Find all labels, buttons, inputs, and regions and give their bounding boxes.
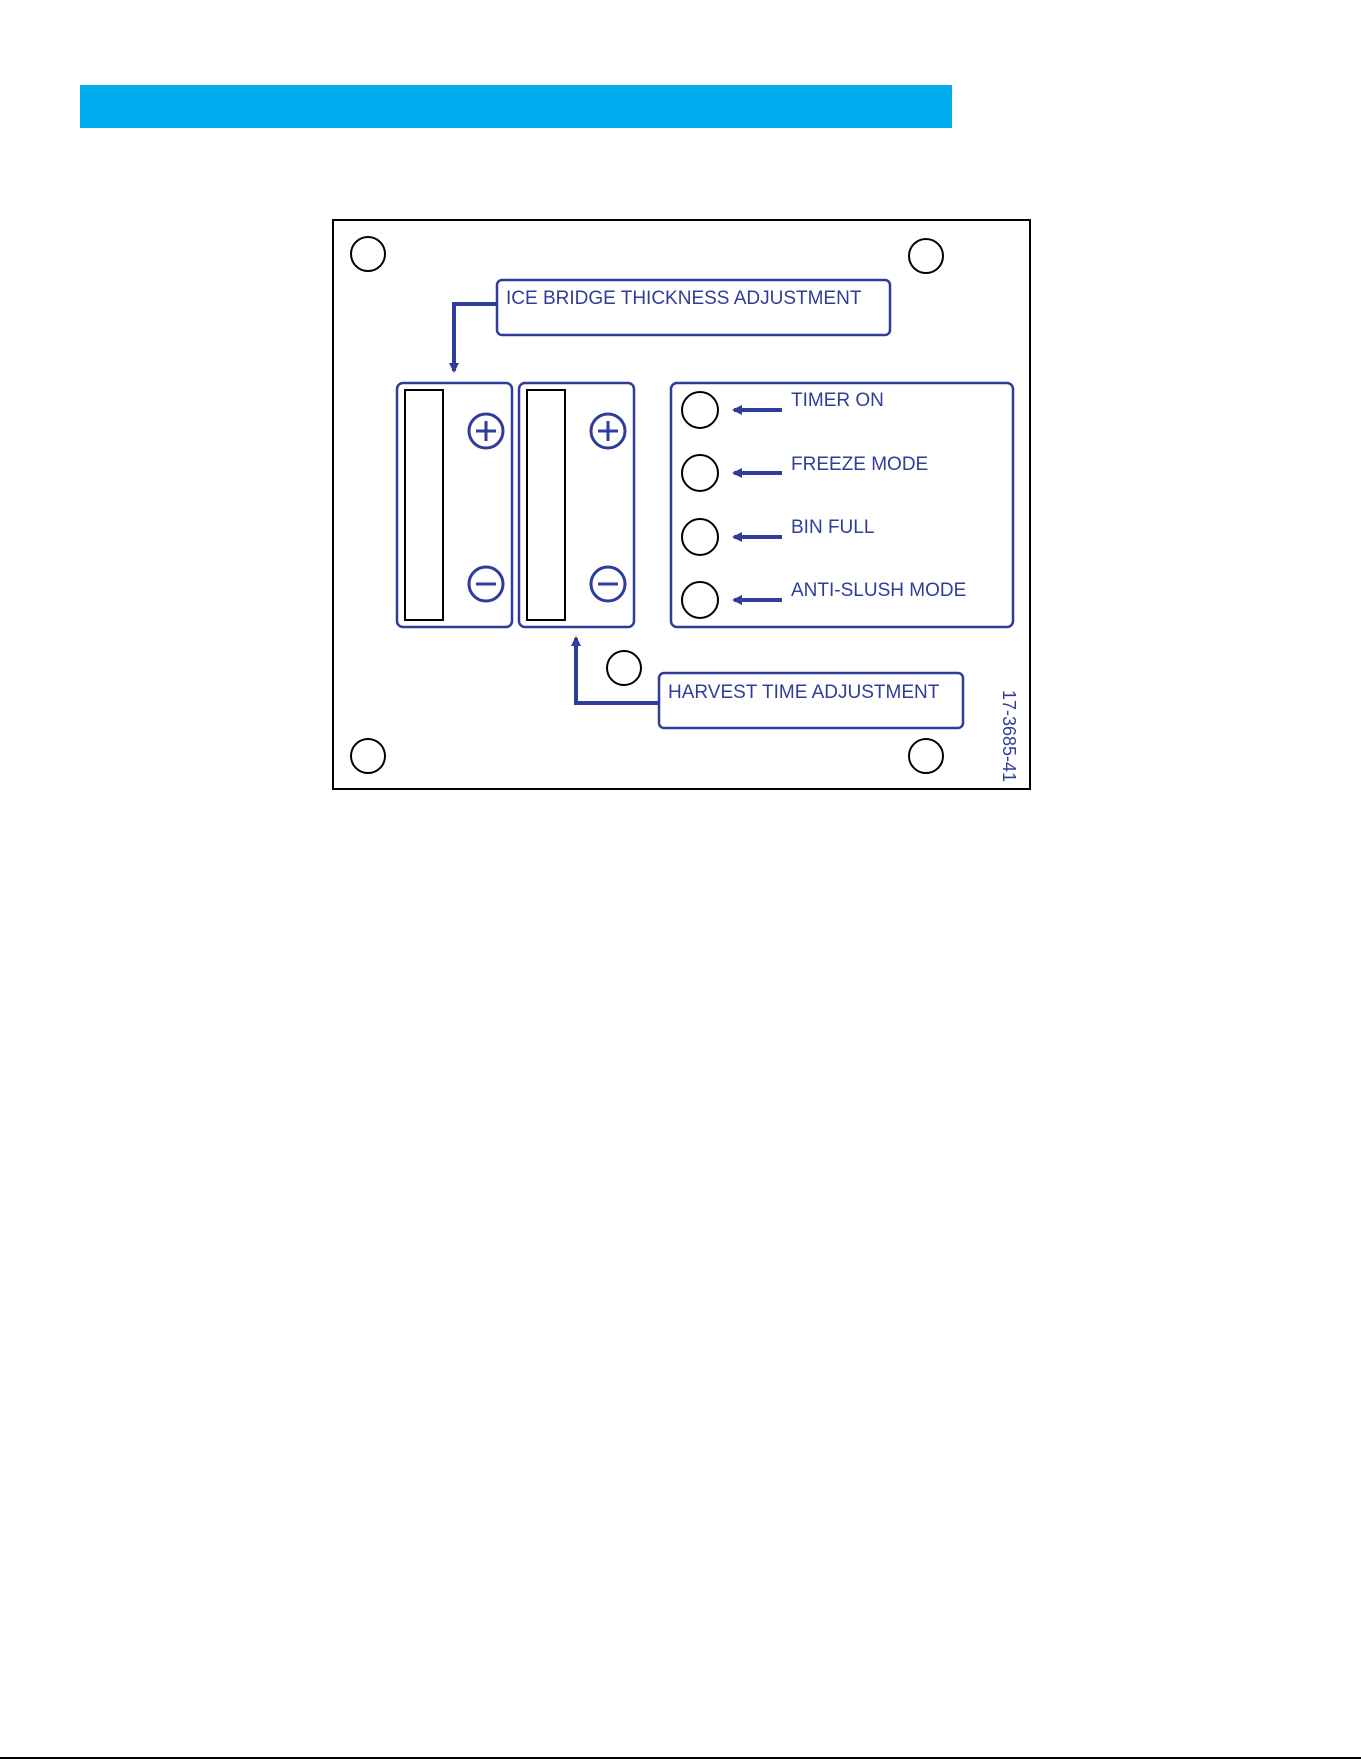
plus-circle-icon — [469, 414, 503, 448]
mounting-hole-bottom-left — [351, 739, 385, 773]
minus-circle-icon — [591, 567, 625, 601]
figure-code: 17-3685-41 — [999, 690, 1019, 782]
ice-bridge-callout-label: ICE BRIDGE THICKNESS ADJUSTMENT — [506, 288, 862, 309]
mounting-hole-bottom-right — [909, 739, 943, 773]
indicator-label: TIMER ON — [791, 390, 884, 411]
mounting-hole-top-left — [351, 237, 385, 271]
page-bottom-rule — [0, 1757, 1361, 1759]
mounting-hole-top-right — [909, 239, 943, 273]
harvest-time-callout-label: HARVEST TIME ADJUSTMENT — [668, 682, 940, 703]
harvest-time-potentiometer-slot — [527, 390, 565, 620]
led-icon — [682, 455, 718, 491]
ice-bridge-potentiometer-slot — [405, 390, 443, 620]
minus-circle-icon — [469, 567, 503, 601]
indicator-label: ANTI-SLUSH MODE — [791, 580, 966, 601]
led-icon — [682, 582, 718, 618]
indicator-label: FREEZE MODE — [791, 454, 928, 475]
led-icon — [682, 392, 718, 428]
plus-circle-icon — [591, 414, 625, 448]
led-icon — [682, 519, 718, 555]
mounting-hole-center — [607, 651, 641, 685]
indicator-label: BIN FULL — [791, 517, 874, 538]
